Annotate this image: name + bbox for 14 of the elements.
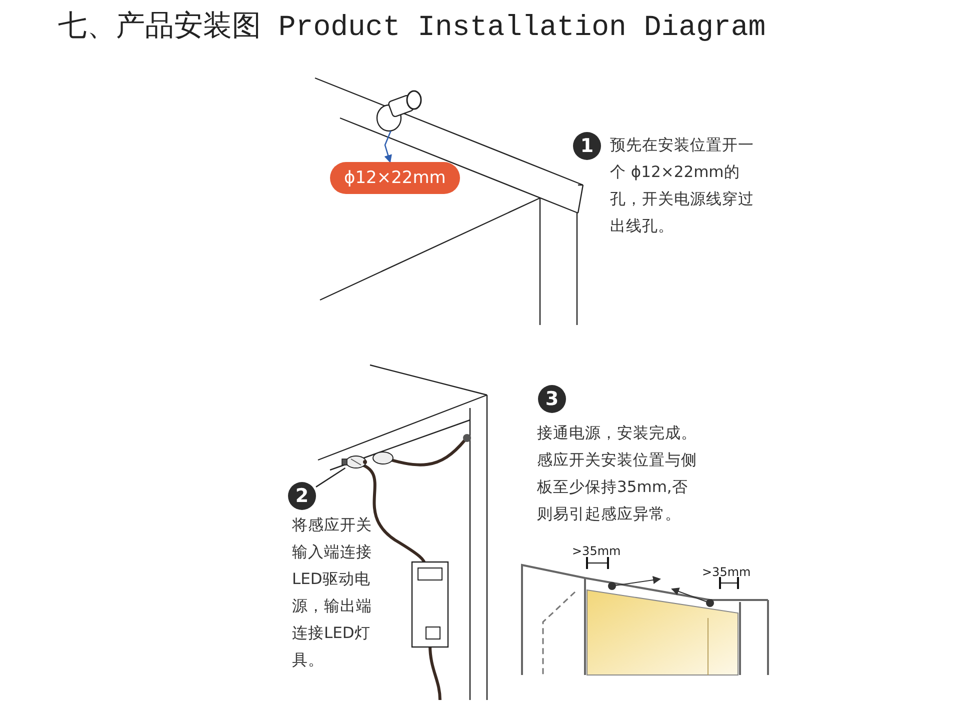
instruction-text: 将感应开关输入端连接LED驱动电源，输出端连接LED灯具。: [292, 515, 373, 671]
step-number: 2: [288, 482, 316, 510]
sensor-switch-icon: [376, 90, 422, 132]
step-number: 1: [573, 132, 601, 160]
instruction-text: 预先在安装位置开一个 ϕ12×22mm的孔，开关电源线穿过出线孔。: [610, 135, 755, 237]
dimension-tag: ϕ12×22mm: [330, 162, 460, 194]
instruction-text: 接通电源，安装完成。感应开关安装位置与侧板至少保持35mm,否则易引起感应异常。: [537, 423, 698, 525]
dimension-text: >35mm: [702, 565, 751, 579]
page-title: 七、产品安装图 Product Installation Diagram: [58, 10, 766, 46]
dimension-text: >35mm: [572, 544, 621, 558]
sensor-plug-icon: [342, 456, 367, 468]
arrow: [384, 130, 392, 163]
step-number: 3: [538, 385, 566, 413]
leader-line: [316, 467, 346, 488]
